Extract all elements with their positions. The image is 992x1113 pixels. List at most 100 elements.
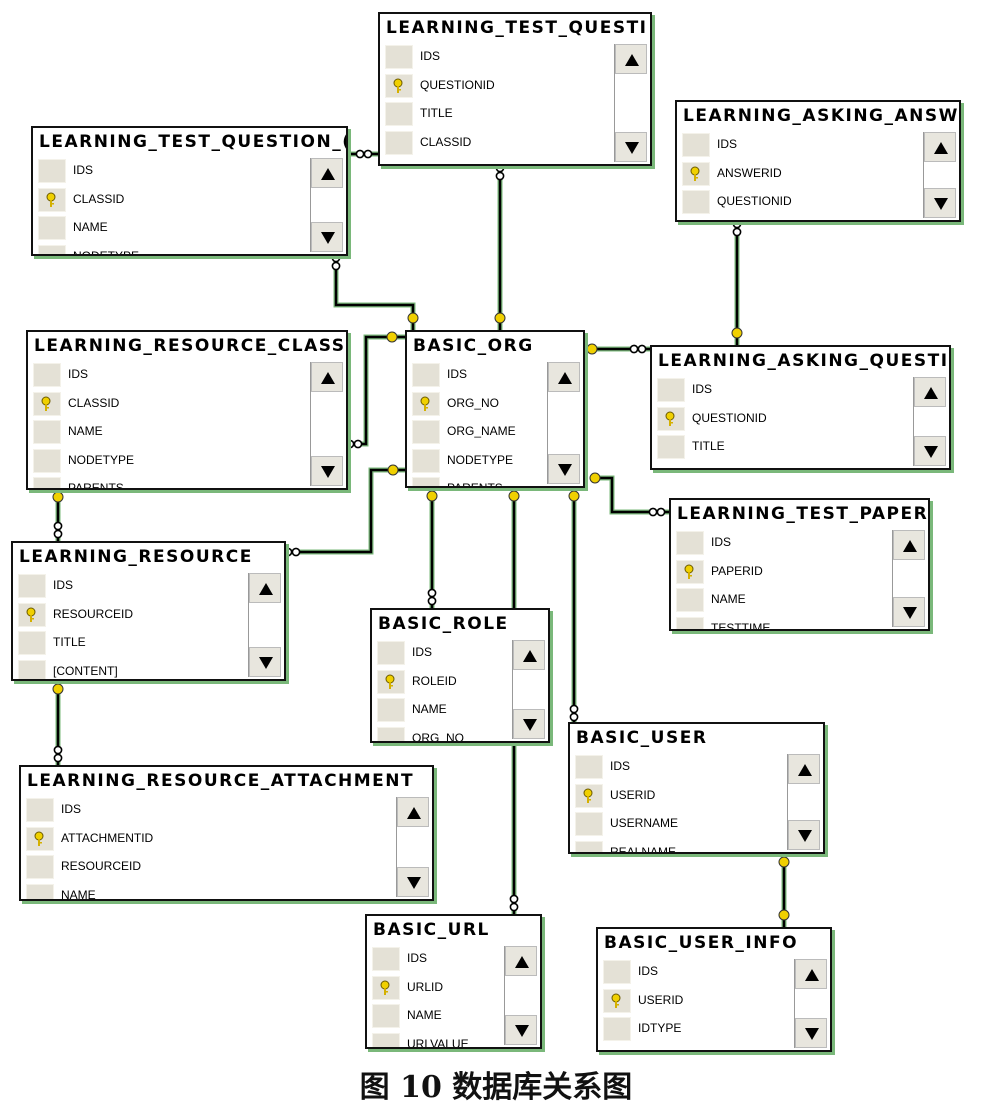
column-row[interactable]: IDS — [21, 795, 432, 824]
column-row[interactable]: [CONTENT] — [13, 657, 284, 679]
scroll-up-arrow-icon[interactable] — [615, 44, 647, 74]
column-row[interactable]: TITLE — [652, 432, 949, 461]
scrollbar[interactable] — [913, 377, 946, 466]
column-row[interactable]: NODETYPE — [33, 242, 346, 254]
scroll-up-arrow-icon[interactable] — [795, 959, 827, 989]
column-row[interactable]: IDS — [598, 957, 830, 986]
column-row[interactable]: IDTYPE — [598, 1014, 830, 1043]
column-row[interactable]: REALNAME — [570, 838, 823, 852]
column-row[interactable]: URLVALUE — [367, 1030, 540, 1047]
scrollbar[interactable] — [794, 959, 827, 1048]
scroll-up-arrow-icon[interactable] — [924, 132, 956, 162]
column-row[interactable]: NAME — [671, 585, 928, 614]
scroll-down-arrow-icon[interactable] — [311, 456, 343, 486]
column-row[interactable]: IDS — [652, 375, 949, 404]
scroll-up-arrow-icon[interactable] — [397, 797, 429, 827]
column-row[interactable]: IDS — [13, 571, 284, 600]
scrollbar[interactable] — [310, 158, 343, 252]
column-row[interactable]: PAPERID — [671, 557, 928, 586]
column-row[interactable]: IDS — [372, 638, 548, 667]
scrollbar[interactable] — [310, 362, 343, 486]
column-row[interactable]: CLASSID — [33, 185, 346, 214]
column-row[interactable]: CLASSID — [380, 128, 650, 157]
column-row[interactable]: IDS — [28, 360, 346, 389]
relationship-line[interactable] — [344, 335, 405, 446]
column-row[interactable]: IDS — [570, 752, 823, 781]
column-row[interactable]: NAME — [21, 881, 432, 899]
table-learning-test-question[interactable]: LEARNING_TEST_QUESTION_(IDSCLASSIDNAMENO… — [31, 126, 348, 256]
column-row[interactable]: TESTTIME — [671, 614, 928, 629]
column-row[interactable]: CLASSID — [28, 389, 346, 418]
scrollbar[interactable] — [892, 530, 925, 627]
column-row[interactable]: USERID — [570, 781, 823, 810]
scroll-up-arrow-icon[interactable] — [249, 573, 281, 603]
column-row[interactable]: NAME — [28, 417, 346, 446]
column-row[interactable]: ORG_NAME — [407, 417, 583, 446]
column-row[interactable]: PARENTS — [28, 474, 346, 488]
scrollbar[interactable] — [504, 946, 537, 1045]
scrollbar[interactable] — [923, 132, 956, 218]
column-row[interactable]: NAME — [367, 1001, 540, 1030]
column-row[interactable]: ATTACHMENTID — [21, 824, 432, 853]
relationship-line[interactable] — [590, 476, 669, 514]
column-row[interactable]: QUESTIONID — [677, 187, 959, 216]
scroll-up-arrow-icon[interactable] — [893, 530, 925, 560]
column-row[interactable]: IDS — [367, 944, 540, 973]
relationship-line[interactable] — [334, 252, 415, 330]
scrollbar[interactable] — [614, 44, 647, 162]
scroll-down-arrow-icon[interactable] — [397, 867, 429, 897]
column-row[interactable]: USERNAME — [570, 809, 823, 838]
column-row[interactable]: TITLE — [13, 628, 284, 657]
column-row[interactable]: NAME — [372, 695, 548, 724]
column-row[interactable]: NODETYPE — [407, 446, 583, 475]
scrollbar[interactable] — [248, 573, 281, 677]
scroll-down-arrow-icon[interactable] — [924, 188, 956, 218]
column-row[interactable]: ANSWERID — [677, 159, 959, 188]
column-row[interactable]: IDS — [671, 528, 928, 557]
column-row[interactable]: IDS — [407, 360, 583, 389]
column-row[interactable]: NAME — [33, 213, 346, 242]
scroll-down-arrow-icon[interactable] — [311, 222, 343, 252]
table-basic-org[interactable]: BASIC_ORGIDSORG_NOORG_NAMENODETYPEPARENT… — [405, 330, 585, 488]
column-row[interactable]: IDS — [677, 130, 959, 159]
column-row[interactable]: USERID — [598, 986, 830, 1015]
column-row[interactable]: QUESTIONID — [380, 71, 650, 100]
column-row[interactable]: PARENTS — [407, 474, 583, 486]
scroll-up-arrow-icon[interactable] — [788, 754, 820, 784]
scrollbar[interactable] — [396, 797, 429, 897]
column-row[interactable]: ORG_NO — [407, 389, 583, 418]
scroll-down-arrow-icon[interactable] — [615, 132, 647, 162]
column-row[interactable]: IDS — [380, 42, 650, 71]
scroll-up-arrow-icon[interactable] — [914, 377, 946, 407]
scroll-up-arrow-icon[interactable] — [513, 640, 545, 670]
scroll-up-arrow-icon[interactable] — [505, 946, 537, 976]
scroll-down-arrow-icon[interactable] — [513, 709, 545, 739]
scroll-down-arrow-icon[interactable] — [795, 1018, 827, 1048]
scroll-down-arrow-icon[interactable] — [505, 1015, 537, 1045]
column-row[interactable]: TITLE — [380, 99, 650, 128]
scroll-up-arrow-icon[interactable] — [311, 362, 343, 392]
column-row[interactable]: ROLEID — [372, 667, 548, 696]
scrollbar[interactable] — [547, 362, 580, 484]
column-row[interactable]: NODETYPE — [28, 446, 346, 475]
scroll-down-arrow-icon[interactable] — [249, 647, 281, 677]
column-row[interactable]: ORG_NO — [372, 724, 548, 741]
column-row[interactable]: IDS — [33, 156, 346, 185]
scrollbar[interactable] — [512, 640, 545, 739]
scrollbar[interactable] — [787, 754, 820, 850]
scroll-up-arrow-icon[interactable] — [311, 158, 343, 188]
column-row[interactable]: URLID — [367, 973, 540, 1002]
column-row[interactable]: RESOURCEID — [13, 600, 284, 629]
scroll-down-arrow-icon[interactable] — [548, 454, 580, 484]
